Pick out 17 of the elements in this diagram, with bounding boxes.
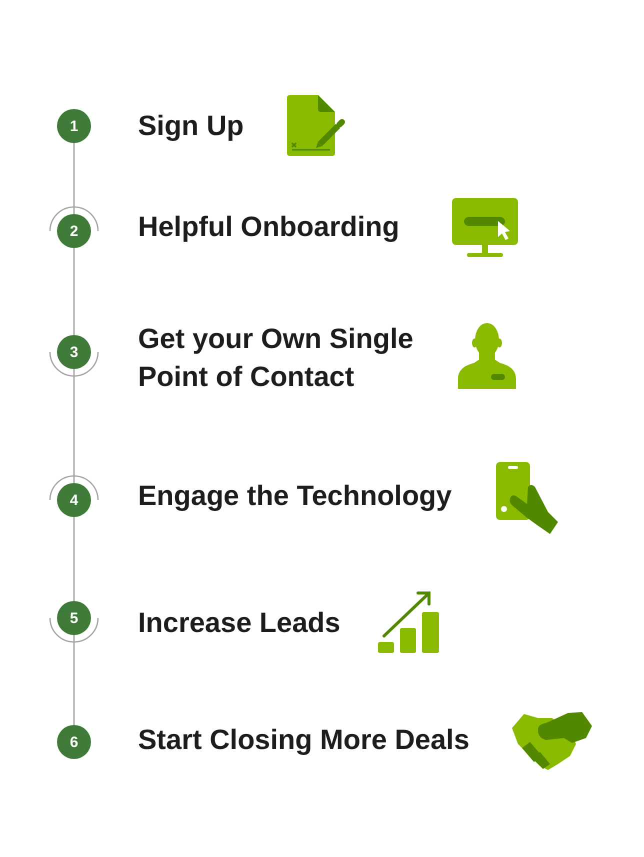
step-title: Helpful Onboarding — [138, 210, 400, 244]
step-title: Sign Up — [138, 109, 244, 143]
step-number-circle: 5 — [57, 601, 91, 635]
step-title: Get your Own Single Point of Contact — [138, 322, 414, 394]
step-number-circle: 6 — [57, 725, 91, 759]
step-title: Engage the Technology — [138, 479, 452, 513]
timeline-line — [73, 635, 75, 725]
step-number-circle: 2 — [57, 214, 91, 248]
timeline-line — [73, 248, 75, 335]
timeline-line — [73, 369, 75, 483]
step-title: Start Closing More Deals — [138, 723, 470, 757]
step-number-circle: 1 — [57, 109, 91, 143]
timeline-line — [73, 517, 75, 601]
timeline-line — [73, 143, 75, 214]
step-title: Increase Leads — [138, 606, 340, 640]
step-number-circle: 3 — [57, 335, 91, 369]
step-number-circle: 4 — [57, 483, 91, 517]
